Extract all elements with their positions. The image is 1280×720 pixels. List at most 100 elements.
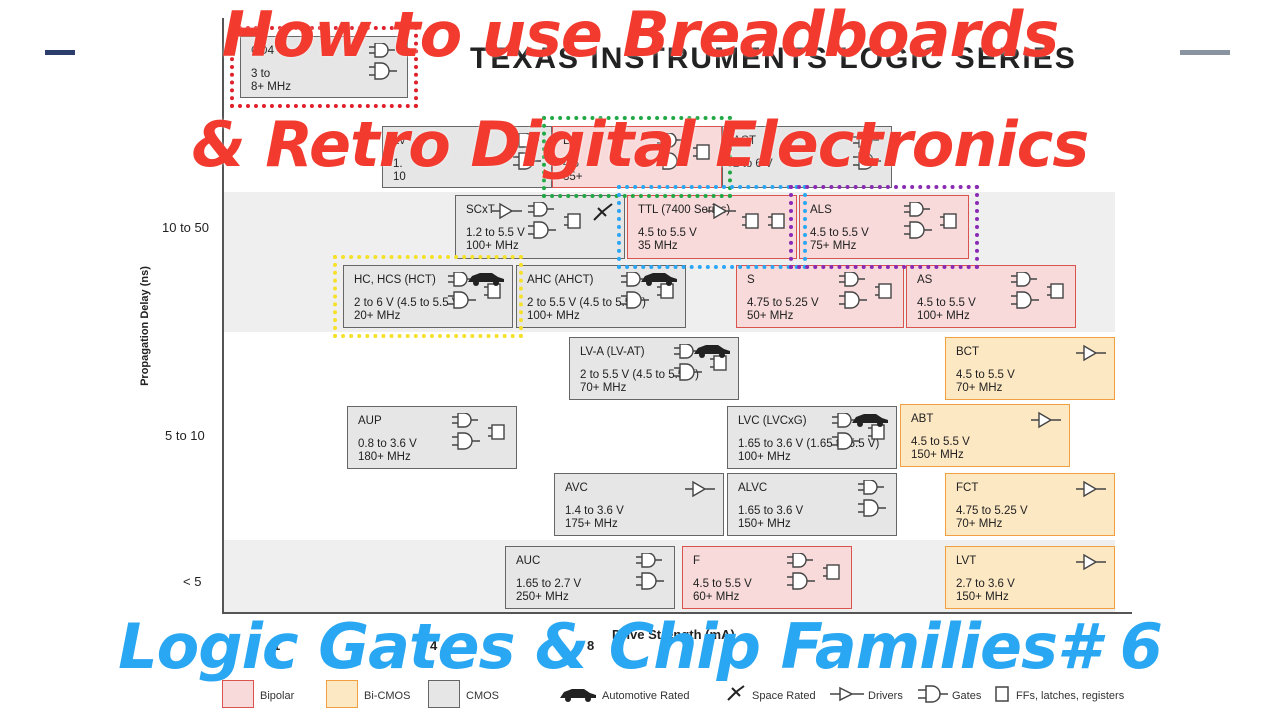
chip-freq: 8+ MHz — [251, 81, 291, 93]
driver-icon — [492, 202, 522, 223]
driver-icon — [830, 686, 864, 702]
chip-freq: 100+ MHz — [917, 310, 970, 322]
chip-voltage: 4.5 to 5.5 V — [638, 227, 697, 239]
chip-name: ALS — [810, 204, 832, 216]
chip-name: AS — [917, 274, 933, 286]
chip-freq: 250+ MHz — [516, 591, 569, 603]
gate-icon — [452, 412, 482, 456]
chip-freq: 35 MHz — [638, 240, 678, 252]
flipflop-icon — [995, 686, 1009, 702]
chip-voltage: 2 to 5.5 V (4.5 to 5.5 V) — [580, 369, 699, 381]
chip-freq: 100+ MHz — [466, 240, 519, 252]
car-icon — [466, 270, 506, 289]
chip-voltage: 1.65 to 3.6 V — [738, 505, 804, 517]
x-tick-4: 4 — [430, 638, 438, 653]
legend-label-cmos: CMOS — [466, 690, 499, 702]
car-icon — [560, 689, 596, 702]
flipflop-icon — [742, 212, 762, 233]
chip-name: SCxT — [466, 204, 495, 216]
gate-icon — [858, 479, 888, 523]
title-line-2: & Retro Digital Electronics — [191, 108, 1090, 181]
car-icon — [692, 342, 732, 361]
flipflop-icon — [564, 212, 584, 233]
flipflop-icon — [1047, 282, 1067, 303]
chip-freq: 70+ MHz — [956, 382, 1003, 394]
flipflop-icon — [693, 143, 713, 164]
chip-name: S — [747, 274, 755, 286]
chip-voltage: 4.5 to 5.5 V — [911, 436, 970, 448]
chip-voltage: 2 to 6 V — [733, 158, 773, 170]
chip-name: HC, HCS (HCT) — [354, 274, 436, 286]
chip-voltage: 4.75 to 5.25 V — [747, 297, 819, 309]
legend-label-ffs: FFs, latches, registers — [1016, 690, 1125, 702]
gate-icon — [839, 271, 869, 315]
satellite-icon — [590, 202, 616, 227]
chip-voltage: 0.8 to 3.6 V — [358, 438, 417, 450]
legend-label-bipolar: Bipolar — [260, 690, 295, 702]
chip-voltage: 2.7 to 3.6 V — [956, 578, 1015, 590]
chip-freq: 150+ MHz — [956, 591, 1009, 603]
chip-freq: 180+ MHz — [358, 451, 411, 463]
flipflop-icon — [868, 423, 888, 444]
chip-voltage: 1. — [393, 158, 403, 170]
chip-name: LVC (LVCxG) — [738, 415, 807, 427]
chip-name: AUC — [516, 555, 541, 567]
driver-icon — [706, 202, 736, 223]
legend-swatch-cmos — [428, 680, 460, 708]
chip-name: LV — [393, 135, 407, 147]
chip-ahc: AHC (AHCT)2 to 5.5 V (4.5 to 5.5 V)100+ … — [516, 265, 686, 328]
chip-name: FCT — [956, 482, 979, 494]
chip-freq: 60+ MHz — [693, 591, 740, 603]
gate-icon — [853, 132, 883, 176]
chip-voltage: 4.5 to 5.5 V — [956, 369, 1015, 381]
chip-lva: LV-A (LV-AT)2 to 5.5 V (4.5 to 5.5 V)70+… — [569, 337, 739, 400]
chip-voltage: 1.4 to 3.6 V — [565, 505, 624, 517]
chip-voltage: 4.5 — [563, 158, 579, 170]
chip-name: AUP — [358, 415, 382, 427]
chip-freq: 50+ MHz — [747, 310, 794, 322]
chip-name: ALVC — [738, 482, 768, 494]
chip-freq: 35+ — [563, 171, 583, 183]
chip-freq: 175+ MHz — [565, 518, 618, 530]
legend: Bipolar Bi-CMOS CMOS Automotive Rated Sp… — [222, 680, 1162, 712]
chip-name: LV-A (LV-AT) — [580, 346, 645, 358]
chip-lvc: LVC (LVCxG)1.65 to 3.6 V (1.65 to 5.5 V)… — [727, 406, 897, 469]
legend-label-drivers: Drivers — [868, 690, 903, 702]
driver-icon — [1076, 480, 1106, 501]
car-icon — [850, 411, 890, 430]
satellite-icon — [727, 685, 745, 701]
chip-voltage: 2 to 5.5 V (4.5 to 5.5 V) — [527, 297, 646, 309]
driver-icon — [1031, 411, 1061, 432]
chip-voltage: 4.5 to 5.5 V — [917, 297, 976, 309]
car-icon — [639, 270, 679, 289]
chip-freq: 100+ MHz — [527, 310, 580, 322]
header-rule-left — [45, 50, 75, 55]
gate-icon — [1011, 271, 1041, 315]
y-tick-lt-5: < 5 — [183, 574, 202, 589]
flipflop-icon — [823, 563, 843, 584]
x-tick-8: 8 — [587, 638, 595, 653]
chip-freq: 70+ MHz — [956, 518, 1003, 530]
y-tick-5-10: 5 to 10 — [165, 428, 205, 443]
chip-freq: 20+ MHz — [354, 310, 401, 322]
header-rule — [1180, 50, 1230, 55]
chip-voltage: 2 to 6 V (4.5 to 5.5 V) — [354, 297, 464, 309]
chip-voltage: 1.2 to 5.5 V — [466, 227, 525, 239]
title-line-1: How to use Breadboards — [221, 0, 1060, 71]
